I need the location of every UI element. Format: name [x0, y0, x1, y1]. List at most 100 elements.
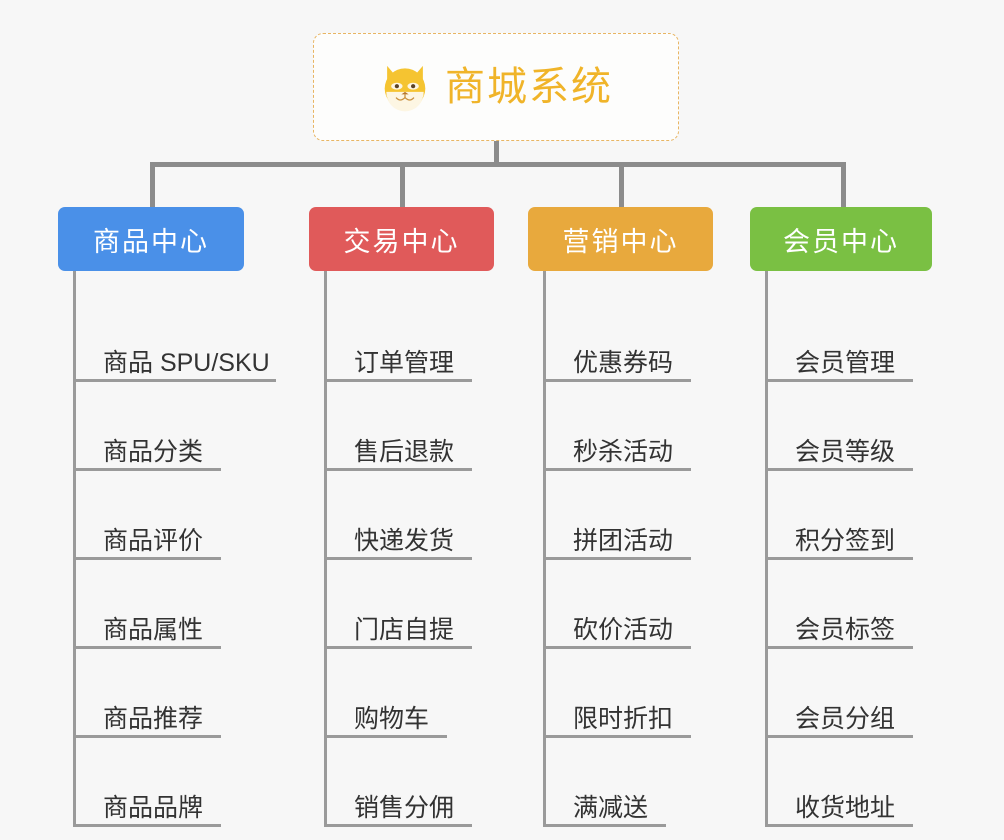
leaf-underline	[543, 824, 666, 827]
leaf-label: 快递发货	[354, 527, 455, 555]
leaf-underline	[543, 646, 691, 649]
leaf-label: 收货地址	[795, 794, 896, 822]
leaf-underline	[765, 646, 913, 649]
connector-bus	[150, 162, 846, 167]
leaf-item[interactable]: 会员等级	[750, 382, 980, 471]
leaf-underline	[324, 735, 447, 738]
leaf-underline	[73, 735, 221, 738]
leaf-underline	[324, 824, 472, 827]
connector-drop-4	[841, 162, 846, 208]
leaf-underline	[543, 735, 691, 738]
column-trade-center: 交易中心 订单管理 售后退款 快递发货 门店自提 购物车	[309, 207, 539, 827]
leaf-label: 售后退款	[354, 438, 455, 466]
leaf-item[interactable]: 收货地址	[750, 738, 980, 827]
leaf-item[interactable]: 售后退款	[309, 382, 539, 471]
leaf-underline	[324, 379, 472, 382]
leaf-item[interactable]: 商品评价	[58, 471, 288, 560]
leaf-underline	[543, 557, 691, 560]
leaf-item[interactable]: 会员管理	[750, 293, 980, 382]
leaf-trunk	[765, 271, 768, 827]
leaf-item[interactable]: 积分签到	[750, 471, 980, 560]
leaf-item[interactable]: 订单管理	[309, 293, 539, 382]
leaf-trunk	[543, 271, 546, 827]
leaf-item[interactable]: 砍价活动	[528, 560, 758, 649]
category-title: 会员中心	[783, 226, 899, 257]
leaf-underline	[324, 646, 472, 649]
leaf-label: 会员管理	[795, 349, 896, 377]
leaf-underline	[324, 468, 472, 471]
leaf-list-product-center: 商品 SPU/SKU 商品分类 商品评价 商品属性 商品推荐 商品品牌	[58, 271, 288, 827]
leaf-underline	[73, 379, 276, 382]
leaf-label: 优惠券码	[573, 349, 674, 377]
leaf-list-trade-center: 订单管理 售后退款 快递发货 门店自提 购物车 销售分佣	[309, 271, 539, 827]
connector-drop-2	[400, 162, 405, 208]
leaf-underline	[765, 557, 913, 560]
leaf-underline	[765, 824, 913, 827]
leaf-item[interactable]: 购物车	[309, 649, 539, 738]
leaf-label: 满减送	[573, 794, 649, 822]
connector-drop-1	[150, 162, 155, 208]
leaf-item[interactable]: 商品属性	[58, 560, 288, 649]
column-product-center: 商品中心 商品 SPU/SKU 商品分类 商品评价 商品属性 商品推荐	[58, 207, 288, 827]
leaf-item[interactable]: 商品 SPU/SKU	[58, 293, 288, 382]
leaf-underline	[765, 468, 913, 471]
leaf-item[interactable]: 商品品牌	[58, 738, 288, 827]
leaf-item[interactable]: 销售分佣	[309, 738, 539, 827]
leaf-trunk	[324, 271, 327, 827]
leaf-label: 会员标签	[795, 616, 896, 644]
leaf-item[interactable]: 门店自提	[309, 560, 539, 649]
leaf-item[interactable]: 优惠券码	[528, 293, 758, 382]
leaf-underline	[543, 468, 691, 471]
leaf-trunk	[73, 271, 76, 827]
leaf-label: 销售分佣	[354, 794, 455, 822]
leaf-item[interactable]: 秒杀活动	[528, 382, 758, 471]
category-title: 商品中心	[93, 226, 209, 257]
leaf-underline	[324, 557, 472, 560]
category-header-marketing-center[interactable]: 营销中心	[528, 207, 713, 271]
leaf-underline	[765, 735, 913, 738]
shiba-dog-emoji	[384, 65, 426, 112]
category-header-product-center[interactable]: 商品中心	[58, 207, 244, 271]
leaf-item[interactable]: 会员分组	[750, 649, 980, 738]
connector-drop-3	[619, 162, 624, 208]
leaf-label: 购物车	[354, 705, 430, 733]
column-marketing-center: 营销中心 优惠券码 秒杀活动 拼团活动 砍价活动 限时折扣	[528, 207, 758, 827]
leaf-underline	[765, 379, 913, 382]
leaf-label: 商品推荐	[103, 705, 204, 733]
category-title: 交易中心	[343, 226, 460, 257]
root-title: 商城系统	[445, 65, 613, 109]
leaf-label: 商品分类	[103, 438, 204, 466]
leaf-label: 会员等级	[795, 438, 896, 466]
leaf-underline	[73, 468, 221, 471]
leaf-label: 拼团活动	[573, 527, 674, 555]
category-header-trade-center[interactable]: 交易中心	[309, 207, 494, 271]
root-node[interactable]: 商城系统	[313, 33, 679, 141]
leaf-item[interactable]: 商品推荐	[58, 649, 288, 738]
leaf-underline	[543, 379, 691, 382]
leaf-label: 商品 SPU/SKU	[103, 349, 270, 377]
leaf-item[interactable]: 快递发货	[309, 471, 539, 560]
leaf-label: 限时折扣	[573, 705, 674, 733]
leaf-label: 积分签到	[795, 527, 896, 555]
leaf-label: 商品属性	[103, 616, 204, 644]
leaf-label: 会员分组	[795, 705, 896, 733]
leaf-label: 商品品牌	[103, 794, 204, 822]
leaf-label: 订单管理	[354, 349, 455, 377]
column-member-center: 会员中心 会员管理 会员等级 积分签到 会员标签 会员分组	[750, 207, 980, 827]
leaf-item[interactable]: 会员标签	[750, 560, 980, 649]
leaf-underline	[73, 824, 221, 827]
leaf-label: 商品评价	[103, 527, 204, 555]
leaf-label: 秒杀活动	[573, 438, 674, 466]
leaf-list-marketing-center: 优惠券码 秒杀活动 拼团活动 砍价活动 限时折扣 满减送	[528, 271, 758, 827]
category-title: 营销中心	[562, 226, 679, 257]
leaf-item[interactable]: 满减送	[528, 738, 758, 827]
leaf-item[interactable]: 商品分类	[58, 382, 288, 471]
leaf-list-member-center: 会员管理 会员等级 积分签到 会员标签 会员分组 收货地址	[750, 271, 980, 827]
leaf-item[interactable]: 拼团活动	[528, 471, 758, 560]
leaf-item[interactable]: 限时折扣	[528, 649, 758, 738]
leaf-underline	[73, 557, 221, 560]
connector-root-stem	[494, 141, 499, 165]
leaf-underline	[73, 646, 221, 649]
category-header-member-center[interactable]: 会员中心	[750, 207, 932, 271]
